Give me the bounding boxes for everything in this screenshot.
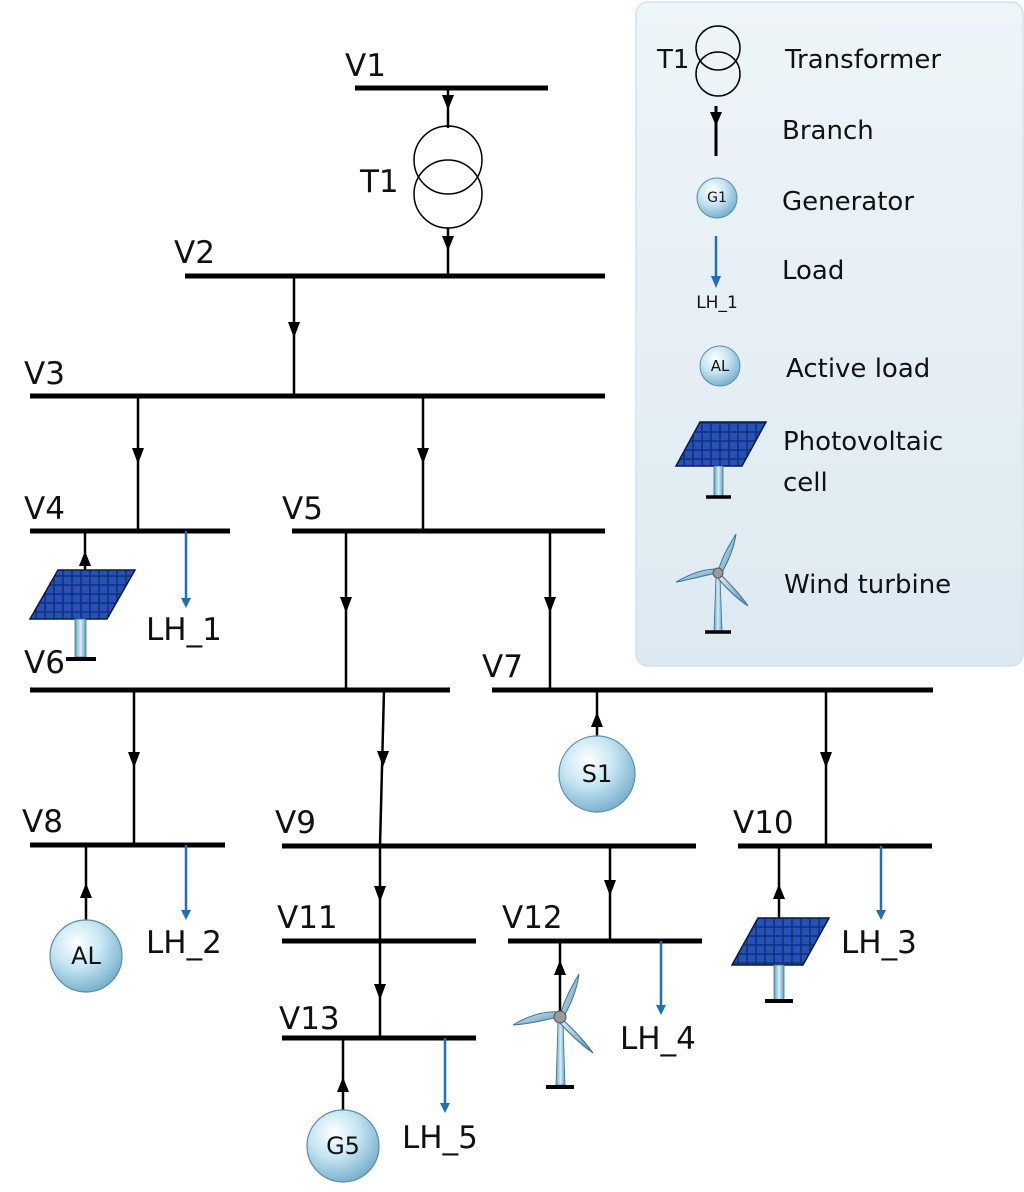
label-v7: V7 <box>482 649 523 685</box>
label-s1: S1 <box>582 760 613 788</box>
loads: LH_1 LH_2 LH_3 LH_4 LH_5 <box>146 531 917 1156</box>
label-v11: V11 <box>277 900 338 936</box>
legend-transformer-label: Transformer <box>784 45 941 75</box>
legend-pv-icon <box>674 421 768 499</box>
legend-active-load-icon <box>699 345 741 387</box>
legend-active-load-label: Active load <box>786 354 930 384</box>
transformer-t1: T1 <box>359 88 483 276</box>
label-g5: G5 <box>326 1132 360 1160</box>
label-v3: V3 <box>24 356 65 392</box>
bus-labels: V1 V2 V3 V4 V5 V6 V7 V8 V9 V10 V11 V12 V… <box>22 48 794 1037</box>
legend-active-load-tag: AL <box>711 357 730 375</box>
label-lh1: LH_1 <box>146 612 222 648</box>
label-lh3: LH_3 <box>841 925 917 961</box>
legend-wind-label: Wind turbine <box>784 570 951 600</box>
legend-load-label: Load <box>782 256 844 286</box>
legend-transformer-tag: T1 <box>656 45 689 75</box>
legend-branch-label: Branch <box>782 116 874 146</box>
pv-cell-v4 <box>28 531 137 661</box>
label-lh5: LH_5 <box>402 1120 478 1156</box>
label-v2: V2 <box>174 235 215 271</box>
active-load-al: AL <box>49 845 123 993</box>
label-lh2: LH_2 <box>146 925 222 961</box>
legend: T1 Transformer Branch G1 Generator LH_1 … <box>635 1 1024 667</box>
label-v6: V6 <box>24 645 65 681</box>
wind-turbine-v12 <box>512 941 594 1089</box>
generator-g5: G5 <box>306 1038 380 1183</box>
label-v4: V4 <box>24 491 65 527</box>
label-al: AL <box>71 942 101 970</box>
legend-pv-label-1: Photovoltaic <box>783 427 943 457</box>
source-s1: S1 <box>558 690 636 813</box>
label-v13: V13 <box>279 1001 340 1037</box>
legend-wind-turbine-icon <box>675 533 749 634</box>
legend-load-tag: LH_1 <box>696 293 738 313</box>
label-v10: V10 <box>733 805 794 841</box>
legend-transformer-icon <box>695 25 741 71</box>
legend-generator-label: Generator <box>782 187 914 217</box>
branches <box>128 276 832 1038</box>
pv-cell-v10 <box>730 846 831 1003</box>
legend-generator-tag: G1 <box>707 190 727 206</box>
label-v9: V9 <box>275 805 316 841</box>
label-v8: V8 <box>22 804 63 840</box>
label-lh4: LH_4 <box>620 1021 696 1057</box>
label-v1: V1 <box>345 48 386 84</box>
legend-pv-label-2: cell <box>783 468 828 498</box>
label-v12: V12 <box>502 900 563 936</box>
legend-generator-icon <box>696 177 738 219</box>
label-t1: T1 <box>359 164 399 200</box>
label-v5: V5 <box>282 491 323 527</box>
